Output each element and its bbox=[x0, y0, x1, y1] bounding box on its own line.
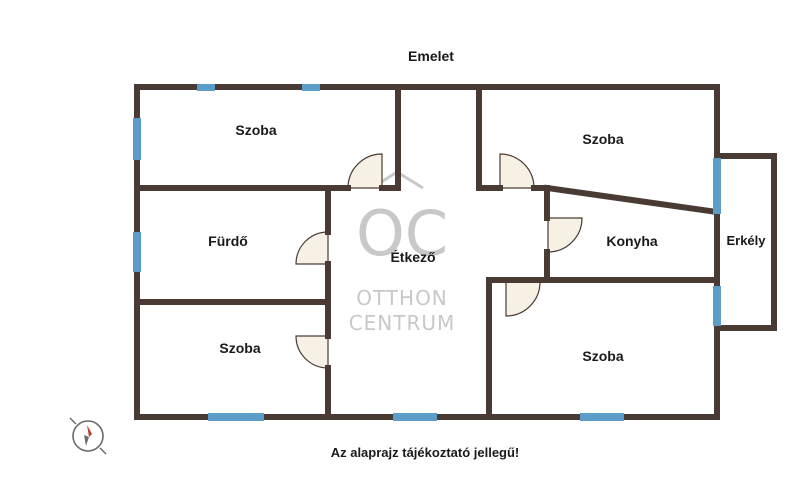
window bbox=[580, 413, 624, 421]
door-furdo bbox=[295, 231, 329, 265]
watermark-logo: OC bbox=[356, 170, 448, 270]
window bbox=[208, 413, 264, 421]
room-label-furdo: Fürdő bbox=[208, 233, 248, 249]
door-szoba-bottom-right bbox=[505, 281, 541, 317]
window bbox=[197, 84, 215, 91]
room-label-szoba-top-right: Szoba bbox=[582, 131, 623, 147]
room-label-erkely: Erkély bbox=[726, 233, 766, 248]
door-szoba-top-right bbox=[499, 153, 535, 189]
watermark-letters: OC bbox=[356, 197, 448, 270]
doors bbox=[295, 153, 583, 369]
room-label-konyha: Konyha bbox=[606, 233, 658, 249]
room-label-szoba-bottom-right: Szoba bbox=[582, 348, 623, 364]
window bbox=[713, 286, 721, 326]
walls bbox=[134, 84, 777, 420]
disclaimer-note: Az alaprajz tájékoztató jellegű! bbox=[331, 445, 520, 460]
window bbox=[302, 84, 320, 91]
window bbox=[133, 232, 141, 272]
door-szoba-bottom-left bbox=[295, 335, 329, 369]
door-szoba-top-left bbox=[347, 153, 383, 189]
windows bbox=[133, 84, 721, 421]
window bbox=[133, 118, 141, 160]
room-label-etkezo: Étkező bbox=[390, 249, 435, 265]
window bbox=[713, 158, 721, 214]
compass-icon bbox=[69, 417, 107, 455]
window bbox=[393, 413, 437, 421]
wall-szoba-top-left bbox=[134, 84, 401, 191]
floor-title: Emelet bbox=[408, 48, 454, 64]
room-label-szoba-bottom-left: Szoba bbox=[219, 340, 260, 356]
balcony-wall bbox=[714, 153, 777, 331]
room-label-szoba-top-left: Szoba bbox=[235, 122, 276, 138]
watermark-line1: OTTHON bbox=[356, 286, 448, 310]
wall-diagonal bbox=[543, 184, 721, 216]
door-konyha bbox=[547, 217, 583, 253]
watermark-line2: CENTRUM bbox=[349, 311, 456, 335]
